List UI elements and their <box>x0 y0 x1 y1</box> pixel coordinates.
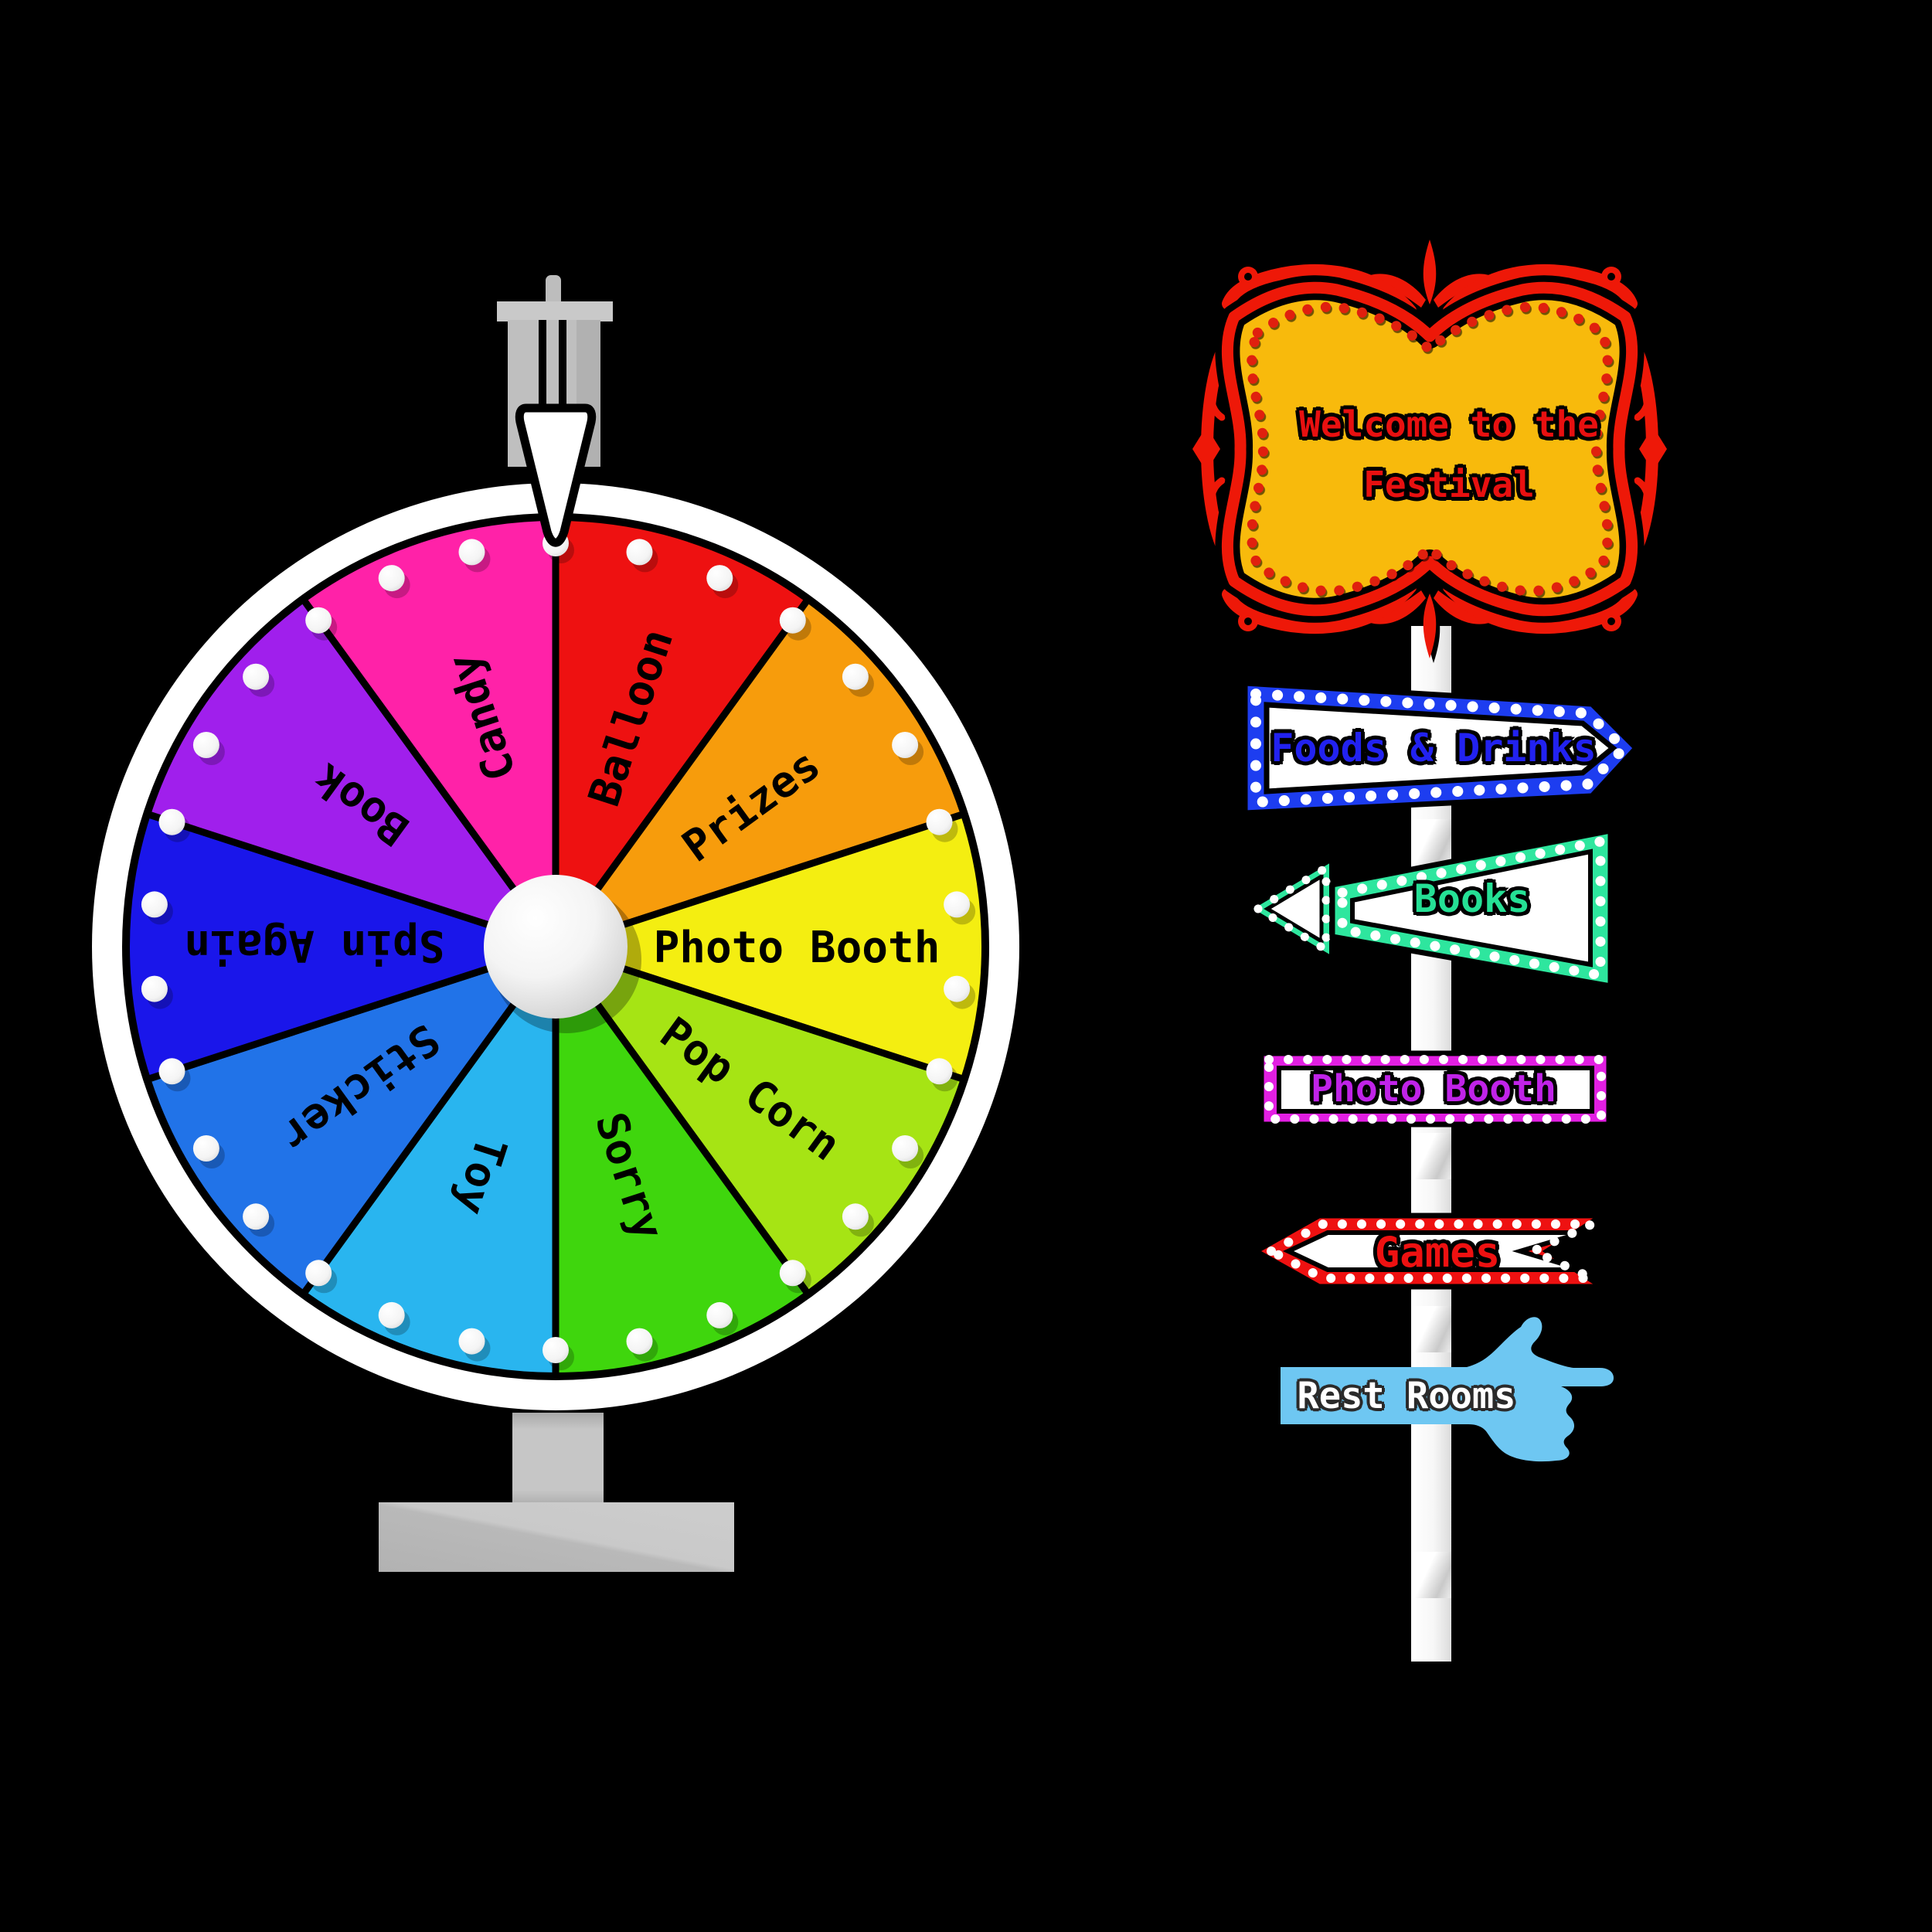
light-dot <box>842 1203 869 1230</box>
sign-foods-face <box>1264 702 1617 794</box>
pole-shading <box>1411 819 1451 866</box>
light-dot <box>944 975 971 1002</box>
wheel-segment-label: Photo Booth <box>654 923 940 973</box>
stand-cap-bar <box>497 301 613 321</box>
light-dot <box>706 1301 733 1328</box>
sign-games-label: Games <box>1374 1227 1501 1277</box>
light-dot <box>458 1328 485 1355</box>
light-dot <box>892 1135 919 1162</box>
pole-shading <box>1411 1552 1451 1598</box>
sign-games <box>1250 1213 1611 1290</box>
wheel-hub <box>484 875 628 1019</box>
pole-shading <box>1411 1133 1451 1179</box>
light-dot <box>626 539 653 566</box>
welcome-text-line2: Festival <box>1363 464 1535 505</box>
light-dot <box>243 663 270 690</box>
light-dot <box>378 565 405 592</box>
stand-rail <box>559 320 566 467</box>
pointing-hand-icon <box>1281 1317 1614 1462</box>
light-dot <box>158 1058 185 1085</box>
sign-books-arrowhead-face <box>1264 872 1324 945</box>
sign-books-label: Books <box>1413 876 1531 921</box>
sign-photo-marquee-lights <box>1264 1055 1606 1124</box>
sign-books <box>1244 827 1614 990</box>
light-dot <box>243 1203 270 1230</box>
light-dot <box>192 1135 219 1162</box>
wheel-segment-label: Spin Again <box>184 920 444 971</box>
sign-foods-label: Foods & Drinks <box>1270 726 1597 770</box>
wheel-pointer <box>515 403 597 547</box>
sign-games-marquee-lights <box>1267 1219 1597 1283</box>
light-dot <box>926 808 953 835</box>
welcome-text-line1: Welcome to the <box>1299 403 1599 445</box>
light-dot <box>926 1058 953 1085</box>
light-dot <box>626 1328 653 1355</box>
sign-photo-face <box>1277 1066 1594 1114</box>
light-dot <box>892 732 919 758</box>
sign-rest-rooms <box>1281 1317 1614 1462</box>
wheel-post <box>512 1413 604 1504</box>
welcome-frame-border <box>1221 281 1638 617</box>
light-dot <box>458 539 485 566</box>
light-dot <box>192 732 219 758</box>
light-dot <box>779 607 806 634</box>
light-dot <box>158 808 185 835</box>
light-dot <box>378 1301 405 1328</box>
light-dot <box>842 663 869 690</box>
pole-shading <box>1411 1306 1451 1352</box>
light-dot <box>779 1260 806 1287</box>
stand-rail <box>539 320 546 467</box>
sign-foods-drinks <box>1242 680 1640 816</box>
wheel-base <box>379 1502 734 1572</box>
welcome-bead-chain <box>1247 301 1613 597</box>
light-dot <box>305 607 332 634</box>
sign-books-arrowhead-lights <box>1253 863 1331 954</box>
light-dot <box>706 565 733 592</box>
light-dot <box>305 1260 332 1287</box>
sign-foods-marquee-lights <box>1250 689 1630 808</box>
sign-photo-booth <box>1258 1050 1612 1128</box>
sign-photo-label: Photo Booth <box>1311 1067 1556 1111</box>
welcome-sign <box>1192 240 1704 672</box>
light-dot <box>141 975 168 1002</box>
light-dot <box>944 891 971 918</box>
sign-games-face <box>1282 1230 1583 1272</box>
stand-knob <box>546 275 561 306</box>
light-dot <box>141 891 168 918</box>
sign-books-face <box>1350 849 1593 968</box>
light-dot <box>543 1337 569 1363</box>
sign-rest-rooms-label: Rest Rooms <box>1297 1374 1516 1417</box>
